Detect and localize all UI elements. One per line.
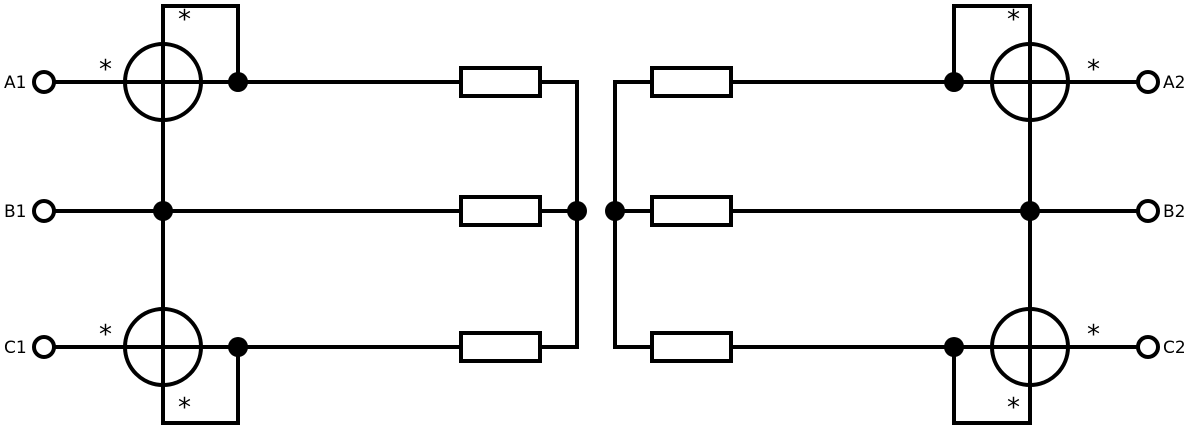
resistor-b1 [459, 195, 542, 227]
terminal-group [32, 70, 1160, 359]
terminal-c1[interactable] [32, 335, 56, 359]
junction-group [153, 72, 1040, 357]
junction-a1 [228, 72, 248, 92]
resistor-a1 [459, 66, 542, 98]
polarity-mark-a1-line: * [99, 55, 112, 85]
terminal-label-c1: C1 [4, 338, 27, 358]
resistor-group [459, 66, 733, 363]
resistor-a2 [650, 66, 733, 98]
resistor-c1 [459, 331, 542, 363]
resistor-b2 [650, 195, 733, 227]
terminal-b1[interactable] [32, 199, 56, 223]
winding-a2 [990, 42, 1070, 122]
winding-a1 [123, 42, 203, 122]
junction-c1 [228, 337, 248, 357]
terminal-b2[interactable] [1136, 199, 1160, 223]
terminal-label-a2: A2 [1163, 73, 1185, 93]
winding-group [123, 42, 1070, 387]
polarity-mark-a2-tap: * [1007, 5, 1020, 35]
terminal-a2[interactable] [1136, 70, 1160, 94]
junction-bus-left [567, 201, 587, 221]
terminal-c2[interactable] [1136, 335, 1160, 359]
polarity-mark-c1-line: * [99, 320, 112, 350]
terminal-label-b1: B1 [4, 202, 26, 222]
terminal-label-a1: A1 [4, 73, 26, 93]
polarity-mark-a2-line: * [1087, 55, 1100, 85]
junction-a2 [944, 72, 964, 92]
polarity-mark-a1-tap: * [178, 5, 191, 35]
junction-b1 [153, 201, 173, 221]
polarity-mark-c1-tap: * [178, 393, 191, 423]
junction-bus-right [605, 201, 625, 221]
winding-c1 [123, 307, 203, 387]
junction-c2 [944, 337, 964, 357]
resistor-c2 [650, 331, 733, 363]
terminal-label-c2: C2 [1163, 338, 1186, 358]
polarity-mark-c2-line: * [1087, 320, 1100, 350]
terminal-a1[interactable] [32, 70, 56, 94]
polarity-mark-c2-tap: * [1007, 393, 1020, 423]
junction-b2 [1020, 201, 1040, 221]
terminal-label-b2: B2 [1163, 202, 1185, 222]
winding-c2 [990, 307, 1070, 387]
